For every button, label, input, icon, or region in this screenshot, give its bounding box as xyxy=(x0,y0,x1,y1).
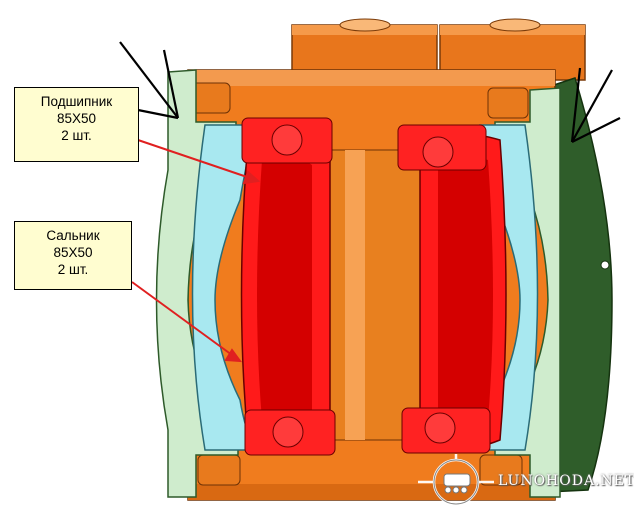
rover-logo-icon xyxy=(418,454,494,510)
inner-sleeve xyxy=(329,149,421,441)
flange-hole xyxy=(600,260,610,270)
left-seal xyxy=(191,124,257,451)
left-bearing xyxy=(240,117,336,456)
bearing-size: 85Х50 xyxy=(56,111,97,126)
right-bearing xyxy=(397,124,507,454)
watermark: LUNOHODA.NET xyxy=(408,452,634,512)
bolts xyxy=(189,82,529,486)
bearing-callout: Подшипник 85Х50 2 шт. xyxy=(14,87,139,162)
bearing-qty: 2 шт. xyxy=(61,128,92,143)
seal-size: 85Х50 xyxy=(53,245,93,260)
right-flange xyxy=(544,77,613,493)
seal-callout: Сальник 85Х50 2 шт. xyxy=(14,221,132,290)
watermark-text: LUNOHODA.NET xyxy=(498,473,634,489)
seal-title: Сальник xyxy=(46,228,100,243)
pointer-arrows xyxy=(119,41,621,143)
top-bosses xyxy=(291,18,586,86)
callout-arrows xyxy=(131,139,261,363)
seal-qty: 2 шт. xyxy=(57,262,89,277)
bearing-title: Подшипник xyxy=(40,94,113,109)
